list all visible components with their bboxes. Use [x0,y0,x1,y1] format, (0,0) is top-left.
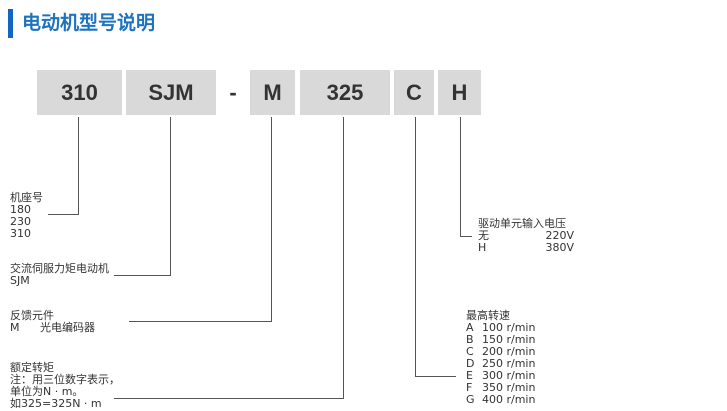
speed-option-row: G 400 r/min [466,393,535,406]
speed-option-code: B [466,333,474,346]
code-box-torque: 325 [300,70,390,115]
torque-block: 额定转矩 注：用三位数字表示， 单位为N · m。 如325=325N · m [10,362,120,410]
feedback-description: 光电编码器 [40,321,95,334]
voltage-option-row: H 380V [478,242,574,254]
feedback-heading: 反馈元件 [10,309,54,322]
voltage-option-value: 220V [545,229,574,242]
torque-note-line: 如325=325N · m [10,397,102,410]
torque-heading: 额定转矩 [10,361,54,374]
title-accent-bar [8,9,13,38]
leader-line-speed [415,117,456,377]
speed-option-code: C [466,345,474,358]
torque-note-line: 注：用三位数字表示， [10,373,120,386]
frame-value: 230 [10,215,31,228]
speed-option-row: C 200 r/min [466,345,535,358]
frame-block: 机座号 180 230 310 [10,192,43,240]
voltage-block: 驱动单元输入电压 无 220V H 380V [478,218,574,254]
max-speed-block: 最高转速 A 100 r/min B 150 r/min C 200 r/min… [466,309,535,406]
feedback-block: 反馈元件 M 光电编码器 [10,309,95,334]
speed-option-row: F 350 r/min [466,381,535,394]
speed-option-value: 350 r/min [482,381,536,394]
leader-line-frame [48,117,79,215]
speed-option-value: 400 r/min [482,393,536,406]
frame-value: 310 [10,227,31,240]
max-speed-heading: 最高转速 [466,309,510,322]
speed-option-code: A [466,321,474,334]
speed-option-code: D [466,357,475,370]
motor-type-block: 交流伺服力矩电动机 SJM [10,263,109,287]
feedback-row: M 光电编码器 [10,321,95,334]
page-title: 电动机型号说明 [22,12,156,34]
voltage-option-code: H [478,241,487,254]
speed-option-code: G [466,393,475,406]
code-box-motor-type: SJM [126,70,216,115]
frame-value: 180 [10,203,31,216]
feedback-code: M [10,321,20,334]
speed-option-row: E 300 r/min [466,369,535,382]
code-box-frame: 310 [37,70,122,115]
motor-type-heading: 交流伺服力矩电动机 [10,262,109,275]
speed-option-value: 100 r/min [482,321,536,334]
speed-option-code: E [466,369,473,382]
speed-option-row: B 150 r/min [466,333,535,346]
speed-option-value: 200 r/min [482,345,536,358]
voltage-option-value: 380V [545,241,574,254]
voltage-option-code: 无 [478,229,489,242]
speed-option-row: D 250 r/min [466,357,535,370]
leader-line-torque [114,117,344,399]
code-box-speed: C [394,70,434,115]
motor-type-code: SJM [10,274,30,287]
torque-note-line: 单位为N · m。 [10,385,84,398]
code-separator: - [229,79,237,105]
voltage-option-row: 无 220V [478,230,574,242]
leader-line-feedback [129,117,272,322]
speed-option-value: 300 r/min [482,369,536,382]
speed-option-code: F [466,381,473,394]
code-box-voltage: H [438,70,481,115]
leader-line-motor-type [114,117,171,276]
voltage-heading: 驱动单元输入电压 [478,217,566,230]
code-box-feedback: M [250,70,295,115]
speed-option-value: 250 r/min [482,357,536,370]
leader-line-voltage [460,117,472,237]
speed-option-value: 150 r/min [482,333,536,346]
speed-option-row: A 100 r/min [466,321,535,334]
frame-heading: 机座号 [10,191,43,204]
